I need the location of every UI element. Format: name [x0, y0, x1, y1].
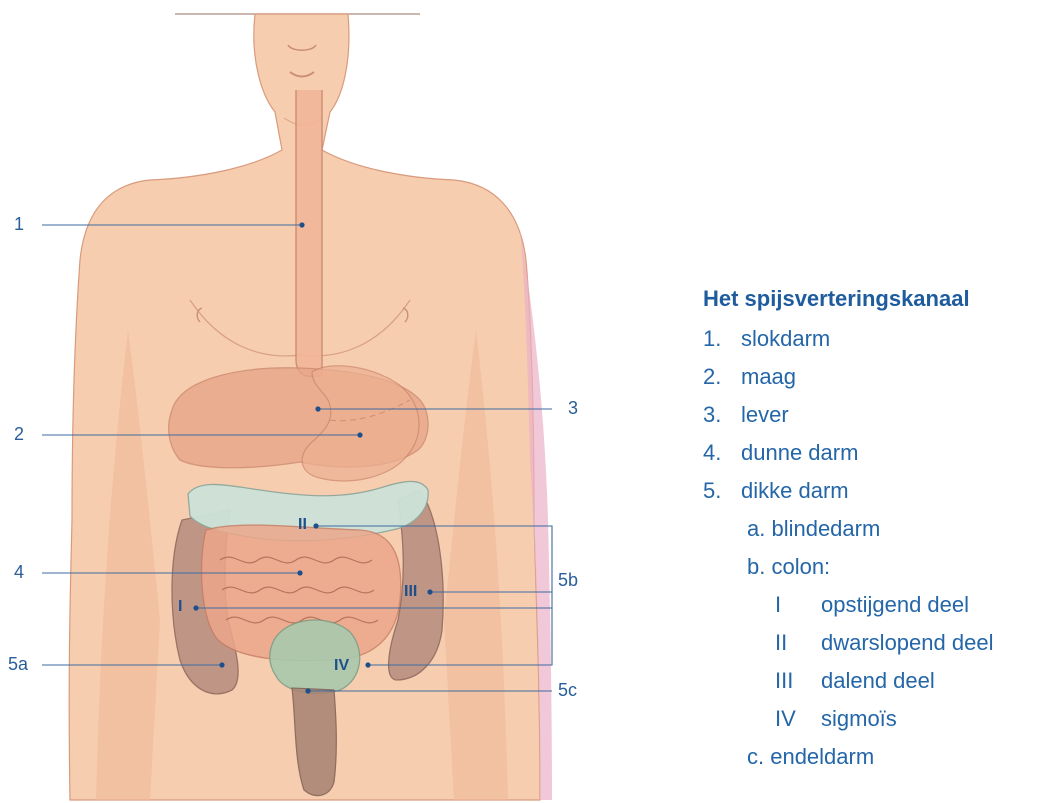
legend-title: Het spijsverteringskanaal: [703, 282, 1053, 316]
legend-item-label: maag: [741, 358, 796, 396]
legend-colon-part: IV sigmoïs: [703, 700, 1053, 738]
legend-colon-label: sigmoïs: [821, 700, 897, 738]
legend-colon-roman: II: [775, 624, 821, 662]
anatomy-illustration: [0, 0, 600, 803]
legend-colon-roman: I: [775, 586, 821, 624]
legend-colon-part: II dwarslopend deel: [703, 624, 1053, 662]
callout-roman-i: I: [178, 598, 182, 616]
legend-colon-label: opstijgend deel: [821, 586, 969, 624]
callout-3: 3: [568, 398, 578, 419]
legend-item-label: dunne darm: [741, 434, 858, 472]
legend-item: 1. slokdarm: [703, 320, 1053, 358]
callout-roman-ii: II: [298, 516, 307, 534]
callout-roman-iii: III: [404, 583, 417, 601]
legend-subitem-a: a. blindedarm: [703, 510, 1053, 548]
legend: Het spijsverteringskanaal 1. slokdarm 2.…: [703, 282, 1053, 776]
callout-2: 2: [14, 424, 24, 445]
legend-item: 5. dikke darm: [703, 472, 1053, 510]
legend-colon-part: III dalend deel: [703, 662, 1053, 700]
callout-roman-iv: IV: [334, 657, 349, 675]
legend-colon-roman: III: [775, 662, 821, 700]
callout-5b: 5b: [558, 570, 578, 591]
legend-item-number: 3.: [703, 396, 741, 434]
legend-item-label: lever: [741, 396, 789, 434]
legend-item-label: dikke darm: [741, 472, 849, 510]
legend-item-number: 2.: [703, 358, 741, 396]
legend-item-number: 1.: [703, 320, 741, 358]
legend-subitem-c: c. endeldarm: [703, 738, 1053, 776]
legend-subitem-b: b. colon:: [703, 548, 1053, 586]
legend-item: 2. maag: [703, 358, 1053, 396]
legend-item-number: 4.: [703, 434, 741, 472]
legend-colon-label: dalend deel: [821, 662, 935, 700]
legend-colon-roman: IV: [775, 700, 821, 738]
legend-item: 3. lever: [703, 396, 1053, 434]
callout-5c: 5c: [558, 680, 577, 701]
legend-item: 4. dunne darm: [703, 434, 1053, 472]
legend-colon-part: I opstijgend deel: [703, 586, 1053, 624]
callout-5a: 5a: [8, 654, 28, 675]
legend-item-number: 5.: [703, 472, 741, 510]
anatomy-figure: 1 2 3 4 5a 5b 5c II I III IV: [0, 0, 600, 803]
esophagus: [296, 90, 322, 376]
callout-4: 4: [14, 562, 24, 583]
legend-item-label: slokdarm: [741, 320, 830, 358]
legend-colon-label: dwarslopend deel: [821, 624, 993, 662]
callout-1: 1: [14, 214, 24, 235]
